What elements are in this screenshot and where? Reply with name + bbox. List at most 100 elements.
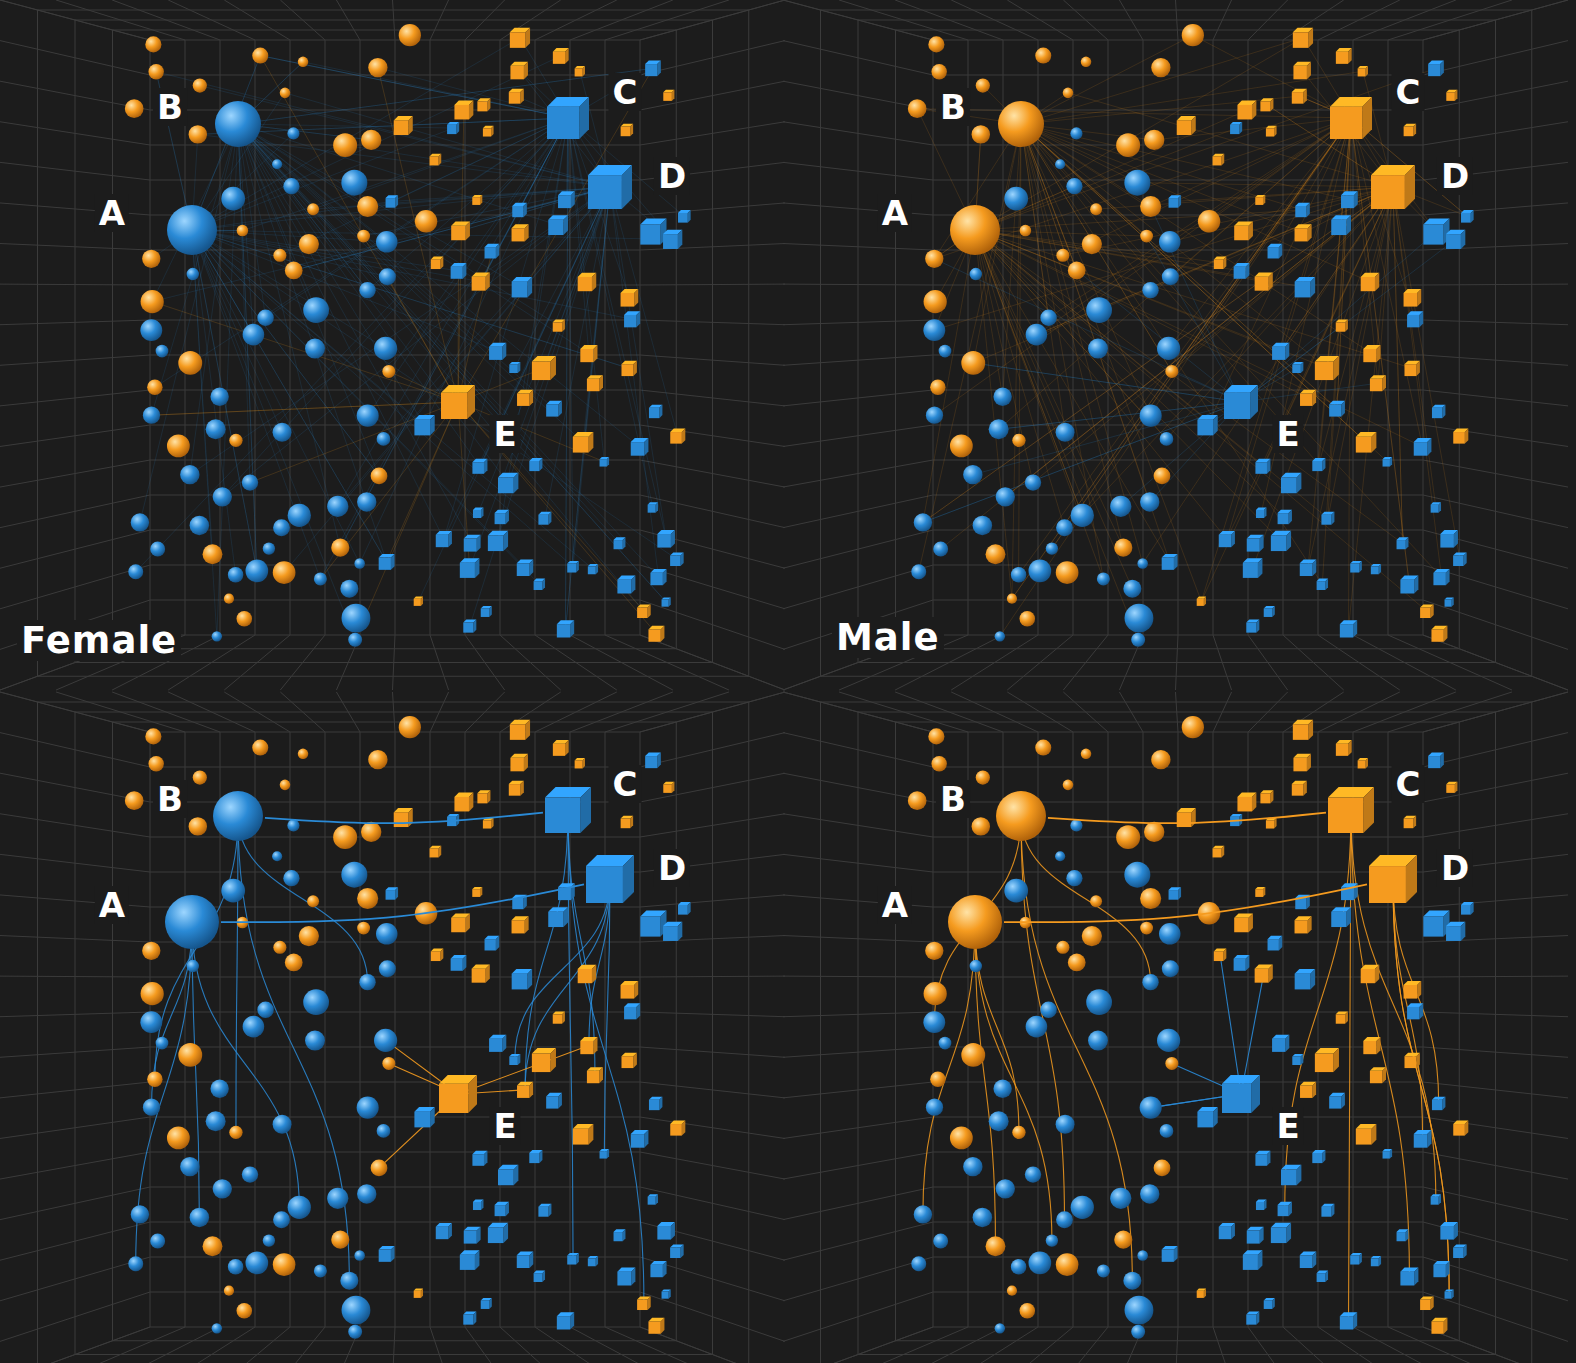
cube-front <box>512 282 528 298</box>
grid-line <box>535 732 536 1327</box>
network-sphere <box>1068 262 1086 280</box>
network-link <box>525 810 568 1090</box>
grid-line <box>1176 1327 1179 1363</box>
cube-front <box>1312 461 1322 471</box>
network-link <box>1012 118 1351 599</box>
cube-front <box>553 52 565 64</box>
network-cube <box>431 257 444 270</box>
grid-line <box>75 712 76 1355</box>
network-cube <box>1341 191 1358 208</box>
network-link <box>1241 232 1436 402</box>
network-link <box>1172 187 1393 371</box>
cube-front <box>1383 459 1390 466</box>
cube-front <box>640 916 660 936</box>
cube-front <box>538 1207 548 1217</box>
network-sphere <box>190 1208 210 1228</box>
cube-side <box>599 375 603 391</box>
network-link <box>155 816 238 1079</box>
cube-front <box>1295 282 1311 298</box>
cube-front <box>558 195 571 208</box>
cube-side <box>477 535 481 552</box>
network-cube <box>640 910 666 936</box>
network-nodes <box>908 24 1474 647</box>
cube-side <box>1377 345 1381 362</box>
cube-front <box>451 918 465 932</box>
grid-line <box>37 702 38 1363</box>
cube-front <box>614 540 623 549</box>
network-link <box>1021 816 1151 982</box>
network-cube <box>1440 530 1458 548</box>
network-cube <box>624 311 640 327</box>
grid-line <box>821 702 1532 703</box>
network-cube <box>517 390 533 406</box>
network-sphere <box>273 561 296 584</box>
network-link <box>923 187 1393 522</box>
cube-front <box>512 920 525 933</box>
network-cube <box>414 1107 434 1127</box>
cube-front <box>1400 580 1414 594</box>
network-sphere <box>1086 297 1112 323</box>
cube-side <box>525 224 529 241</box>
network-cube <box>488 1223 508 1243</box>
network-sphere <box>1160 432 1174 446</box>
network-nodes <box>125 716 691 1339</box>
grid-line <box>895 1327 1003 1363</box>
network-link <box>1121 402 1241 506</box>
network-link <box>238 124 640 447</box>
cube-side <box>1297 473 1302 493</box>
network-cube <box>1433 569 1449 585</box>
cube-front <box>394 812 409 827</box>
cube-side <box>491 818 493 829</box>
network-sphere <box>1046 542 1058 554</box>
network-cube <box>1295 277 1315 297</box>
cube-front <box>489 1039 502 1052</box>
network-cube <box>386 195 399 208</box>
network-link <box>242 118 568 231</box>
cube-side <box>487 790 490 803</box>
network-link <box>1220 187 1393 263</box>
grid-line <box>168 1327 255 1363</box>
network-cube <box>1255 273 1273 291</box>
network-sphere <box>371 468 388 485</box>
network-sphere <box>280 88 291 99</box>
cube-front <box>472 969 486 983</box>
cube-front <box>640 224 660 244</box>
network-sphere <box>288 1196 311 1219</box>
network-cube <box>587 1067 603 1083</box>
cube-front <box>1177 120 1192 135</box>
grid-line <box>1531 10 1532 676</box>
network-link <box>238 124 536 465</box>
grid-line <box>1388 40 1389 635</box>
cube-side <box>1270 98 1273 111</box>
cube-front <box>451 959 463 971</box>
network-link <box>444 187 610 539</box>
network-cube <box>534 579 545 590</box>
cube-side <box>1279 244 1282 259</box>
network-sphere <box>1071 504 1094 527</box>
network-cube <box>614 537 626 549</box>
network-link <box>975 68 1436 230</box>
grid-line <box>112 1327 220 1363</box>
network-sphere <box>213 1179 232 1198</box>
cube-side <box>514 1165 519 1185</box>
cube-side <box>430 415 435 435</box>
network-sphere <box>229 434 242 447</box>
cube-front <box>557 624 570 637</box>
network-sphere <box>180 465 199 484</box>
network-link <box>260 56 458 402</box>
grid-line <box>1531 702 1532 1363</box>
network-cube <box>431 949 444 962</box>
cube-side <box>659 405 662 418</box>
cube-front <box>648 629 660 641</box>
cube-front <box>534 1273 543 1282</box>
network-sphere <box>1157 337 1180 360</box>
network-cube <box>557 1312 574 1329</box>
cube-front <box>621 127 631 137</box>
cube-side <box>571 191 575 208</box>
network-sphere <box>305 339 325 359</box>
cube-side <box>506 510 509 524</box>
cube-front <box>567 564 576 573</box>
network-sphere <box>1029 560 1052 583</box>
network-link <box>222 187 610 497</box>
cube-side <box>671 530 675 548</box>
